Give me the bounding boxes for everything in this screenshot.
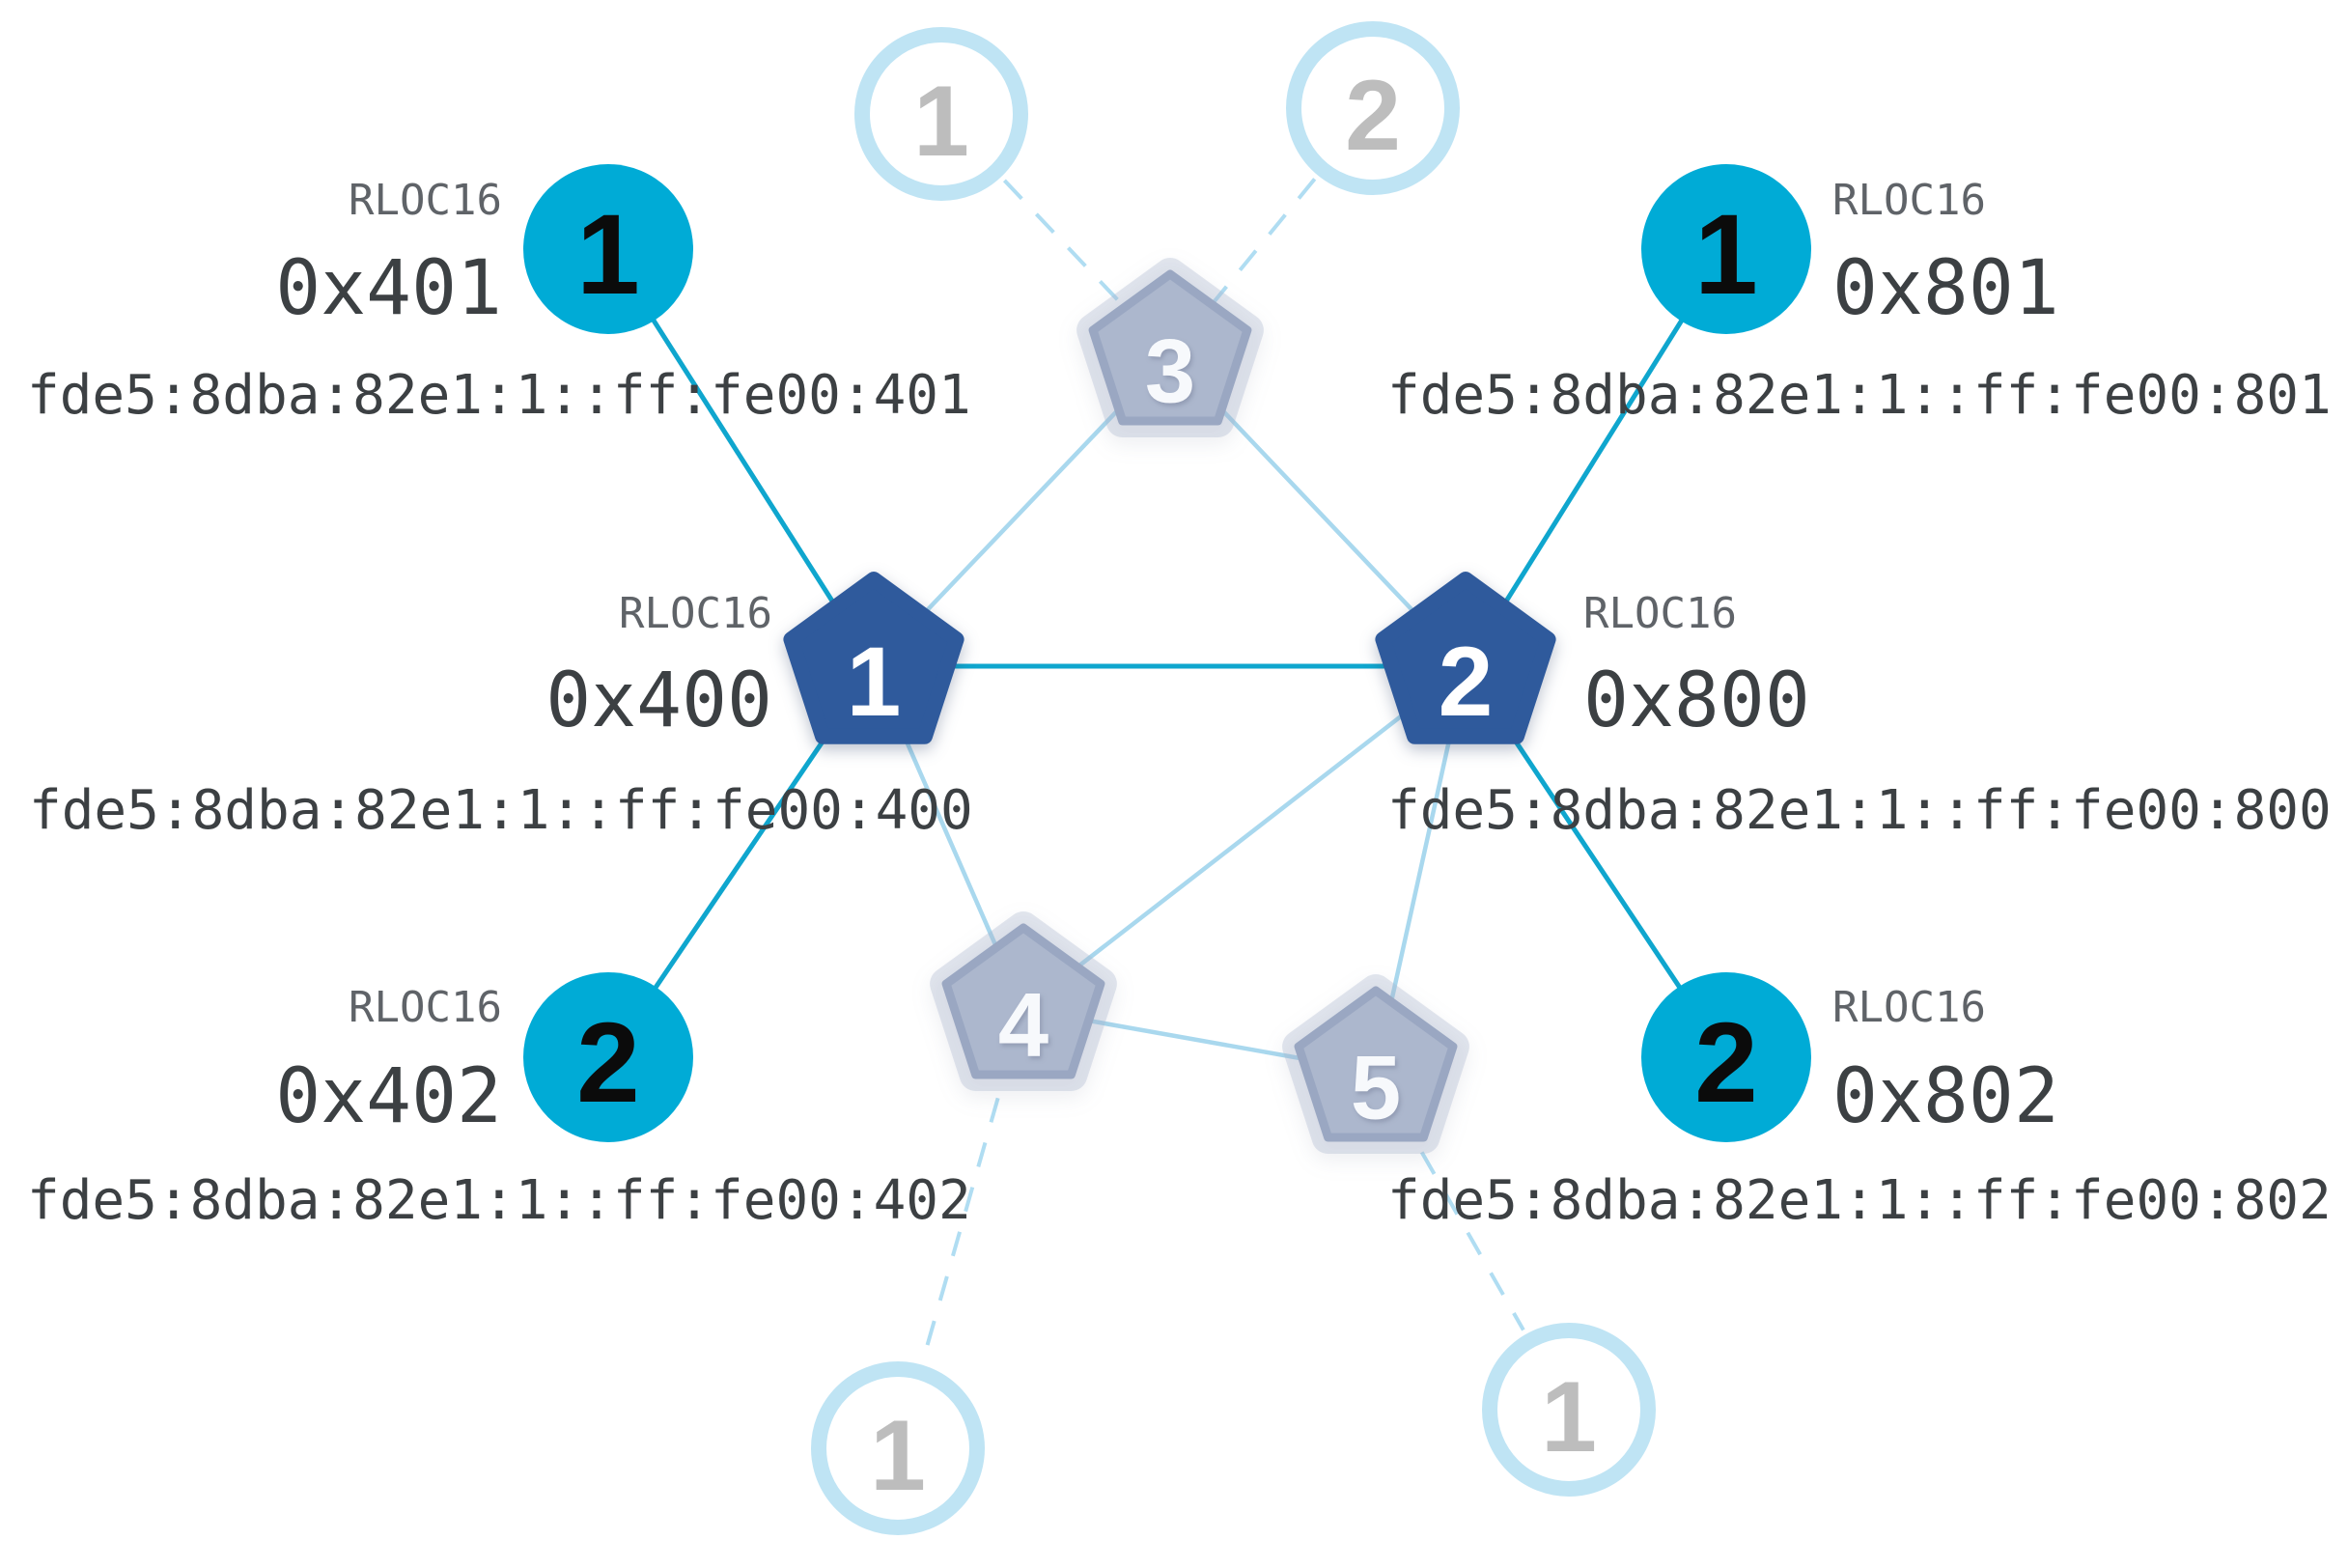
rloc16-label: RLOC16 <box>349 983 502 1032</box>
node-router-5[interactable]: 5 <box>1282 974 1469 1154</box>
child-circle <box>523 972 693 1142</box>
faded-router-pentagon <box>1294 986 1458 1142</box>
ipv6-address: fde5:8dba:82e1:1::ff:fe00:802 <box>1387 1169 2332 1232</box>
ipv6-address: fde5:8dba:82e1:1::ff:fe00:401 <box>27 364 971 427</box>
node-number-child-401: 1 <box>576 191 640 319</box>
node-number-router-1: 1 <box>847 627 902 737</box>
node-number-router-2: 2 <box>1439 627 1494 737</box>
node-child-801[interactable]: 1 <box>1641 164 1811 334</box>
node-number-router-3: 3 <box>1145 321 1195 422</box>
node-number-faded-child-bottom-right-1: 1 <box>1541 1361 1597 1473</box>
ipv6-address: fde5:8dba:82e1:1::ff:fe00:800 <box>1387 779 2332 842</box>
router-pentagon <box>1375 572 1556 744</box>
node-child-402[interactable]: 2 <box>523 972 693 1142</box>
ipv6-address: fde5:8dba:82e1:1::ff:fe00:402 <box>27 1169 971 1232</box>
child-circle <box>523 164 693 334</box>
rloc16-value: 0x402 <box>275 1053 502 1140</box>
rloc16-label: RLOC16 <box>1583 589 1737 638</box>
node-router-2[interactable]: 2 <box>1375 572 1556 744</box>
node-router-1[interactable]: 1 <box>783 572 964 744</box>
rloc16-label: RLOC16 <box>349 176 502 225</box>
node-router-4[interactable]: 4 <box>930 911 1117 1091</box>
node-number-faded-child-top-2: 2 <box>1345 60 1401 172</box>
node-faded-child-bottom-left-1[interactable]: 1 <box>811 1361 985 1535</box>
rloc16-value: 0x800 <box>1583 658 1810 744</box>
rloc16-value: 0x400 <box>545 658 772 744</box>
node-child-802[interactable]: 2 <box>1641 972 1811 1142</box>
node-number-faded-child-bottom-left-1: 1 <box>870 1400 926 1512</box>
faded-child-circle <box>854 27 1028 201</box>
ipv6-address: fde5:8dba:82e1:1::ff:fe00:801 <box>1387 364 2332 427</box>
node-number-child-801: 1 <box>1694 191 1758 319</box>
faded-router-pentagon <box>1088 269 1252 426</box>
rloc16-value: 0x801 <box>1832 245 2059 332</box>
node-number-child-802: 2 <box>1694 999 1758 1127</box>
faded-router-pentagon <box>941 923 1105 1079</box>
node-number-child-402: 2 <box>576 999 640 1127</box>
rloc16-value: 0x802 <box>1832 1053 2059 1140</box>
node-number-faded-child-top-1: 1 <box>913 66 969 178</box>
node-number-router-5: 5 <box>1351 1037 1401 1138</box>
node-child-401[interactable]: 1 <box>523 164 693 334</box>
faded-child-circle <box>1482 1323 1656 1497</box>
child-circle <box>1641 164 1811 334</box>
node-faded-child-top-1[interactable]: 1 <box>854 27 1028 201</box>
router-pentagon <box>783 572 964 744</box>
node-faded-child-bottom-right-1[interactable]: 1 <box>1482 1323 1656 1497</box>
node-faded-child-top-2[interactable]: 2 <box>1286 21 1460 195</box>
node-number-router-4: 4 <box>998 974 1048 1076</box>
rloc16-label: RLOC16 <box>1832 983 1986 1032</box>
annotation-layer: RLOC160x401fde5:8dba:82e1:1::ff:fe00:401… <box>27 176 2332 1232</box>
rloc16-label: RLOC16 <box>1832 176 1986 225</box>
faded-child-circle <box>1286 21 1460 195</box>
node-layer: 1 2 1 2 1 2 3 4 5 1 2 1 1 <box>523 21 1811 1535</box>
ipv6-address: fde5:8dba:82e1:1::ff:fe00:400 <box>29 779 973 842</box>
faded-child-circle <box>811 1361 985 1535</box>
node-router-3[interactable]: 3 <box>1076 258 1264 437</box>
rloc16-label: RLOC16 <box>619 589 772 638</box>
child-circle <box>1641 972 1811 1142</box>
rloc16-value: 0x401 <box>275 245 502 332</box>
link-router-2-router-4 <box>1021 664 1468 1011</box>
